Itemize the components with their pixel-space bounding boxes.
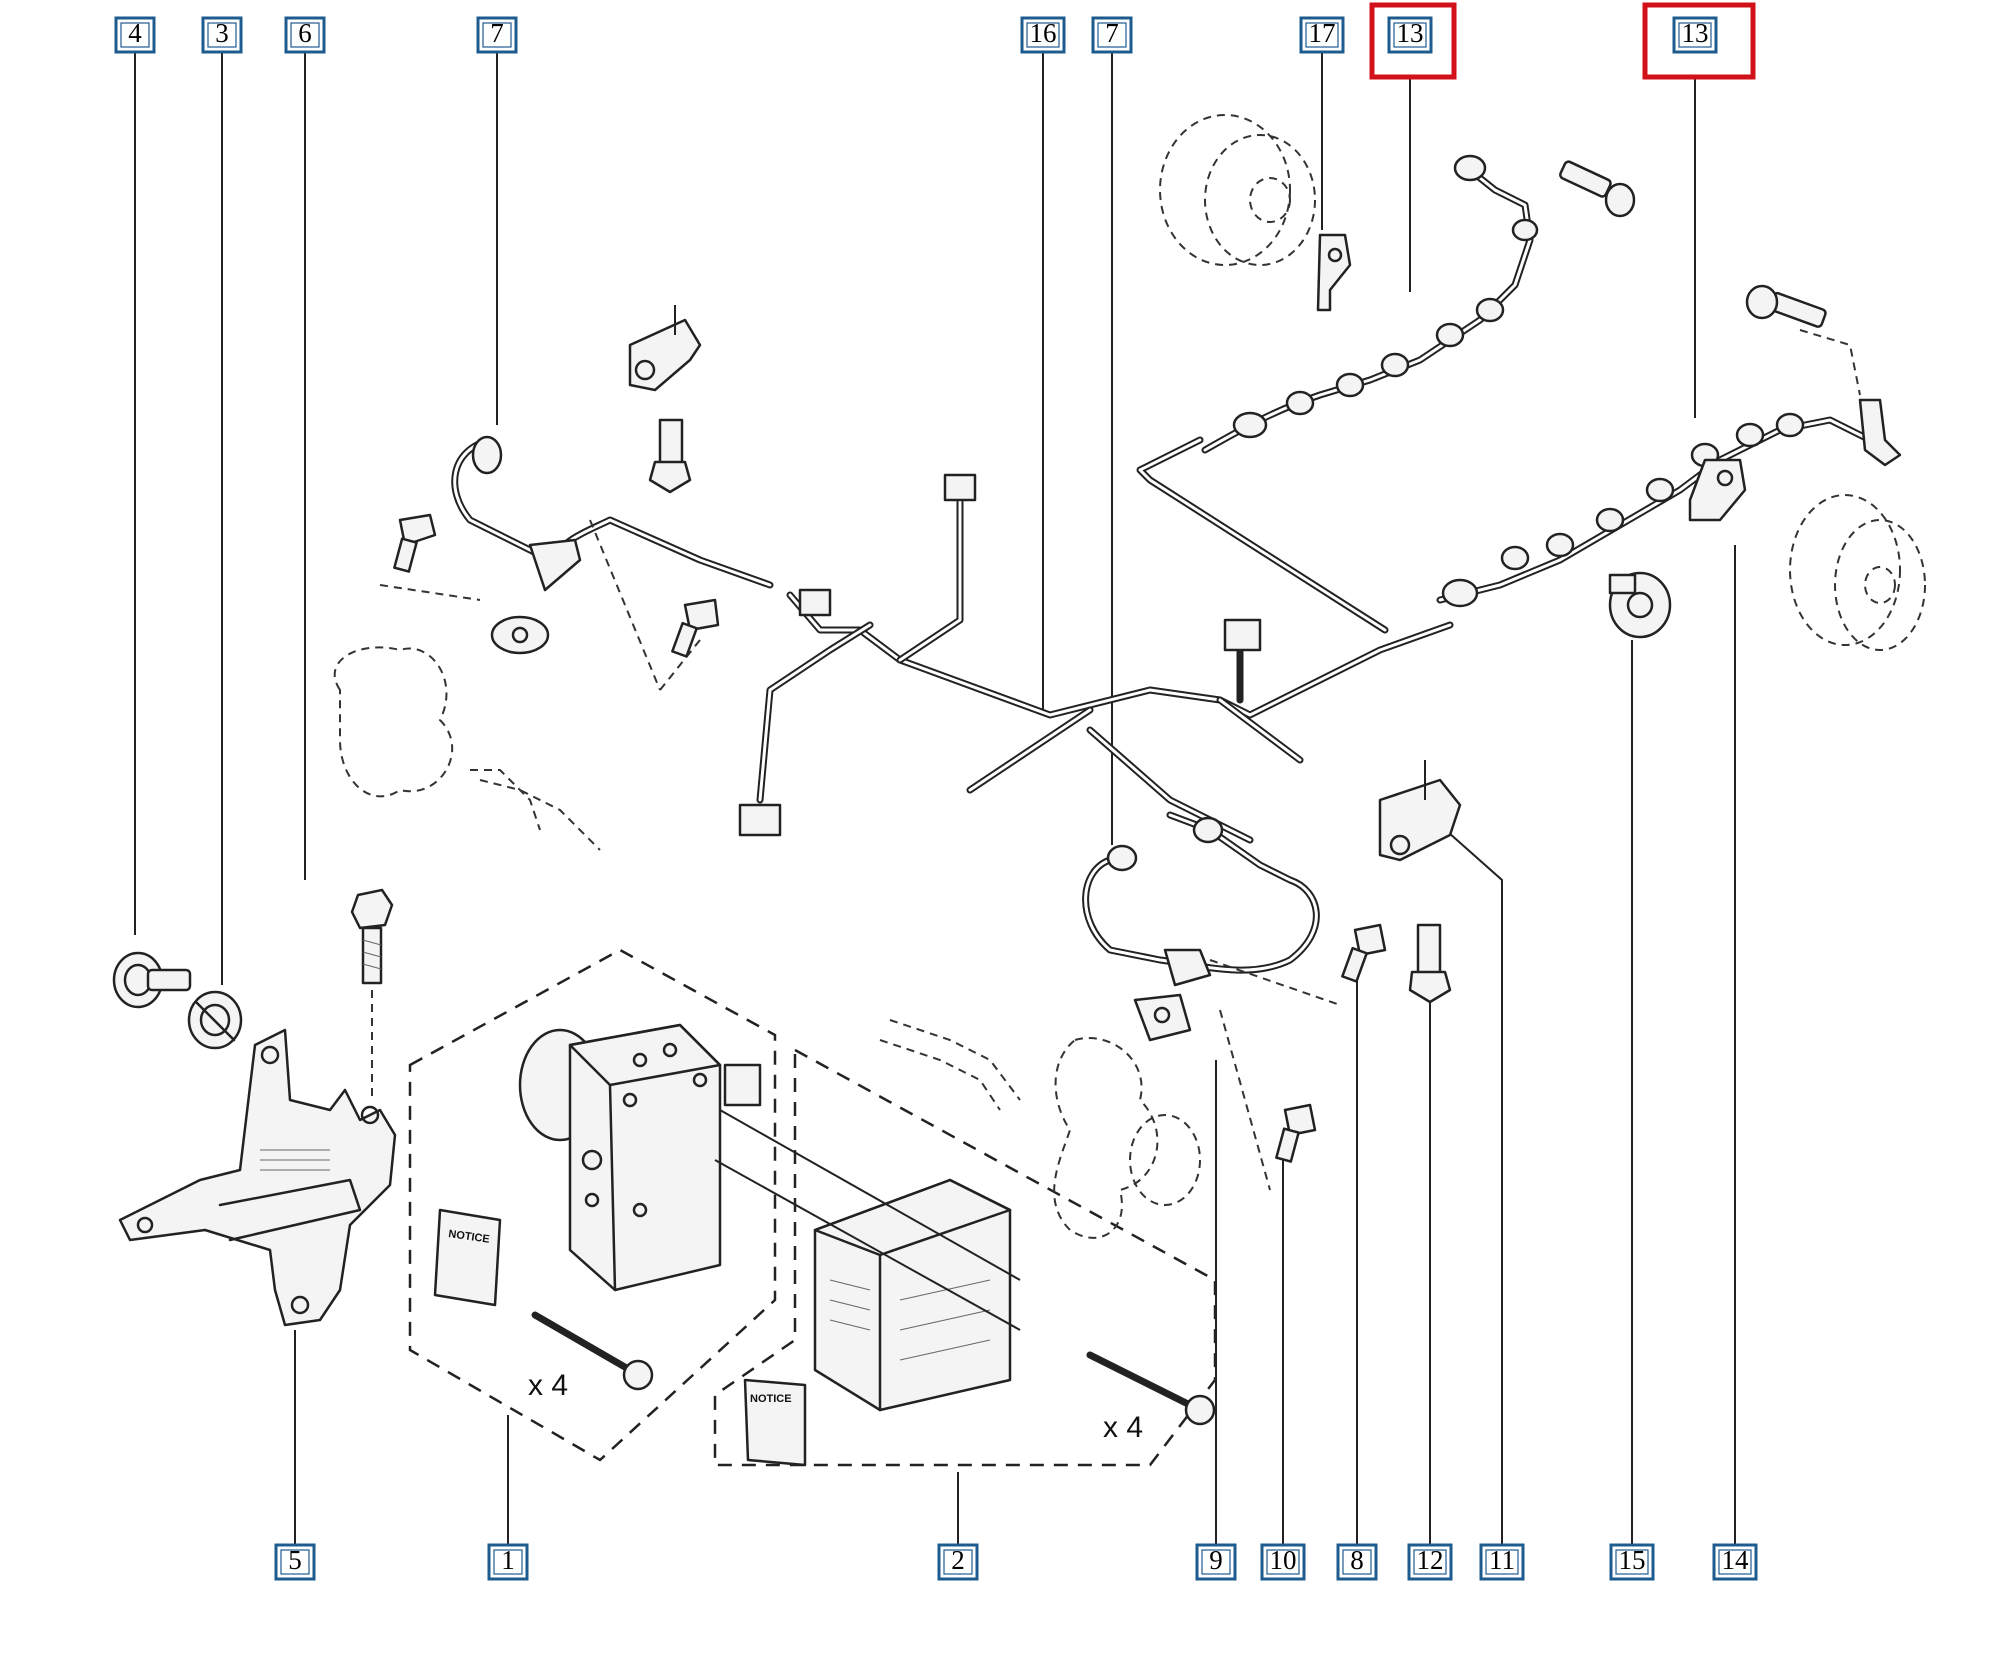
callout-2-label: 2 (951, 1545, 965, 1575)
part-5-mounting-bracket (118, 1028, 397, 1327)
callout-7-top-right: 7 (1091, 16, 1133, 54)
callout-9-label: 9 (1209, 1545, 1223, 1575)
part-16-main-harness (738, 436, 1454, 844)
part-6-bolt (350, 888, 394, 1100)
callout-4-label: 4 (128, 18, 142, 48)
part-4-stud-washer (112, 951, 192, 1009)
callout-8: 8 (1336, 1543, 1378, 1581)
highlight-callout-13-right (1642, 2, 1756, 80)
leader-lines-bottom (294, 545, 1736, 1545)
part-11-bracket-right (1378, 760, 1462, 862)
part-1-hydraulic-unit-kit: NOTICE x 4 (408, 948, 777, 1462)
callout-13-right: 13 (1672, 16, 1718, 54)
callout-11: 11 (1479, 1543, 1525, 1581)
callout-14-label: 14 (1722, 1545, 1750, 1575)
part-7-front-sensor-upper (333, 435, 774, 851)
callout-7a-label: 7 (490, 18, 504, 48)
highlight-callout-13-left (1369, 2, 1457, 80)
callout-4: 4 (114, 16, 156, 54)
callout-11-label: 11 (1489, 1545, 1515, 1575)
callout-6: 6 (284, 16, 326, 54)
callout-17: 17 (1299, 16, 1345, 54)
callout-14: 14 (1712, 1543, 1758, 1581)
callout-12: 12 (1407, 1543, 1453, 1581)
callout-7b-label: 7 (1105, 18, 1119, 48)
kit2-quantity-label: x 4 (1103, 1411, 1143, 1444)
callout-6-label: 6 (298, 18, 312, 48)
part-7-front-sensor-lower (879, 811, 1387, 1239)
callout-3: 3 (201, 16, 243, 54)
callout-13-left: 13 (1387, 16, 1433, 54)
callout-2: 2 (937, 1543, 979, 1581)
callout-15: 15 (1609, 1543, 1655, 1581)
callout-17-label: 17 (1309, 18, 1336, 48)
callout-7-top-left: 7 (476, 16, 518, 54)
callout-5-label: 5 (288, 1545, 302, 1575)
callout-16-label: 16 (1030, 18, 1057, 48)
callout-15-label: 15 (1619, 1545, 1646, 1575)
callout-12-label: 12 (1417, 1545, 1444, 1575)
callout-1-label: 1 (501, 1545, 515, 1575)
bracket-upper-center (628, 305, 702, 494)
callout-13a-label: 13 (1397, 18, 1424, 48)
kit1-booklet-label: NOTICE (448, 1228, 491, 1246)
callout-9: 9 (1195, 1543, 1237, 1581)
highlight-frames (1369, 2, 1756, 80)
callout-10: 10 (1260, 1543, 1306, 1581)
callout-1: 1 (487, 1543, 529, 1581)
kit2-booklet-label: NOTICE (750, 1393, 792, 1405)
leader-lines-top (134, 52, 1696, 985)
callout-8-label: 8 (1350, 1545, 1364, 1575)
part-12-bolt (1408, 923, 1452, 1004)
callout-10-label: 10 (1270, 1545, 1297, 1575)
callout-row-top: 4 3 6 7 16 7 17 (114, 16, 1718, 54)
callout-5: 5 (274, 1543, 316, 1581)
part-3-rubber-bush (187, 990, 243, 1050)
kit1-quantity-label: x 4 (528, 1369, 568, 1402)
part-2-control-unit-kit: NOTICE x 4 (713, 1047, 1217, 1467)
callout-13b-label: 13 (1682, 18, 1709, 48)
part-13-rear-sensor-left (1159, 114, 1636, 454)
part-13-rear-sensor-right (1436, 284, 1926, 651)
callout-3-label: 3 (215, 18, 229, 48)
callout-16: 16 (1020, 16, 1066, 54)
callout-row-bottom: 5 1 2 9 10 8 12 (274, 1543, 1758, 1581)
